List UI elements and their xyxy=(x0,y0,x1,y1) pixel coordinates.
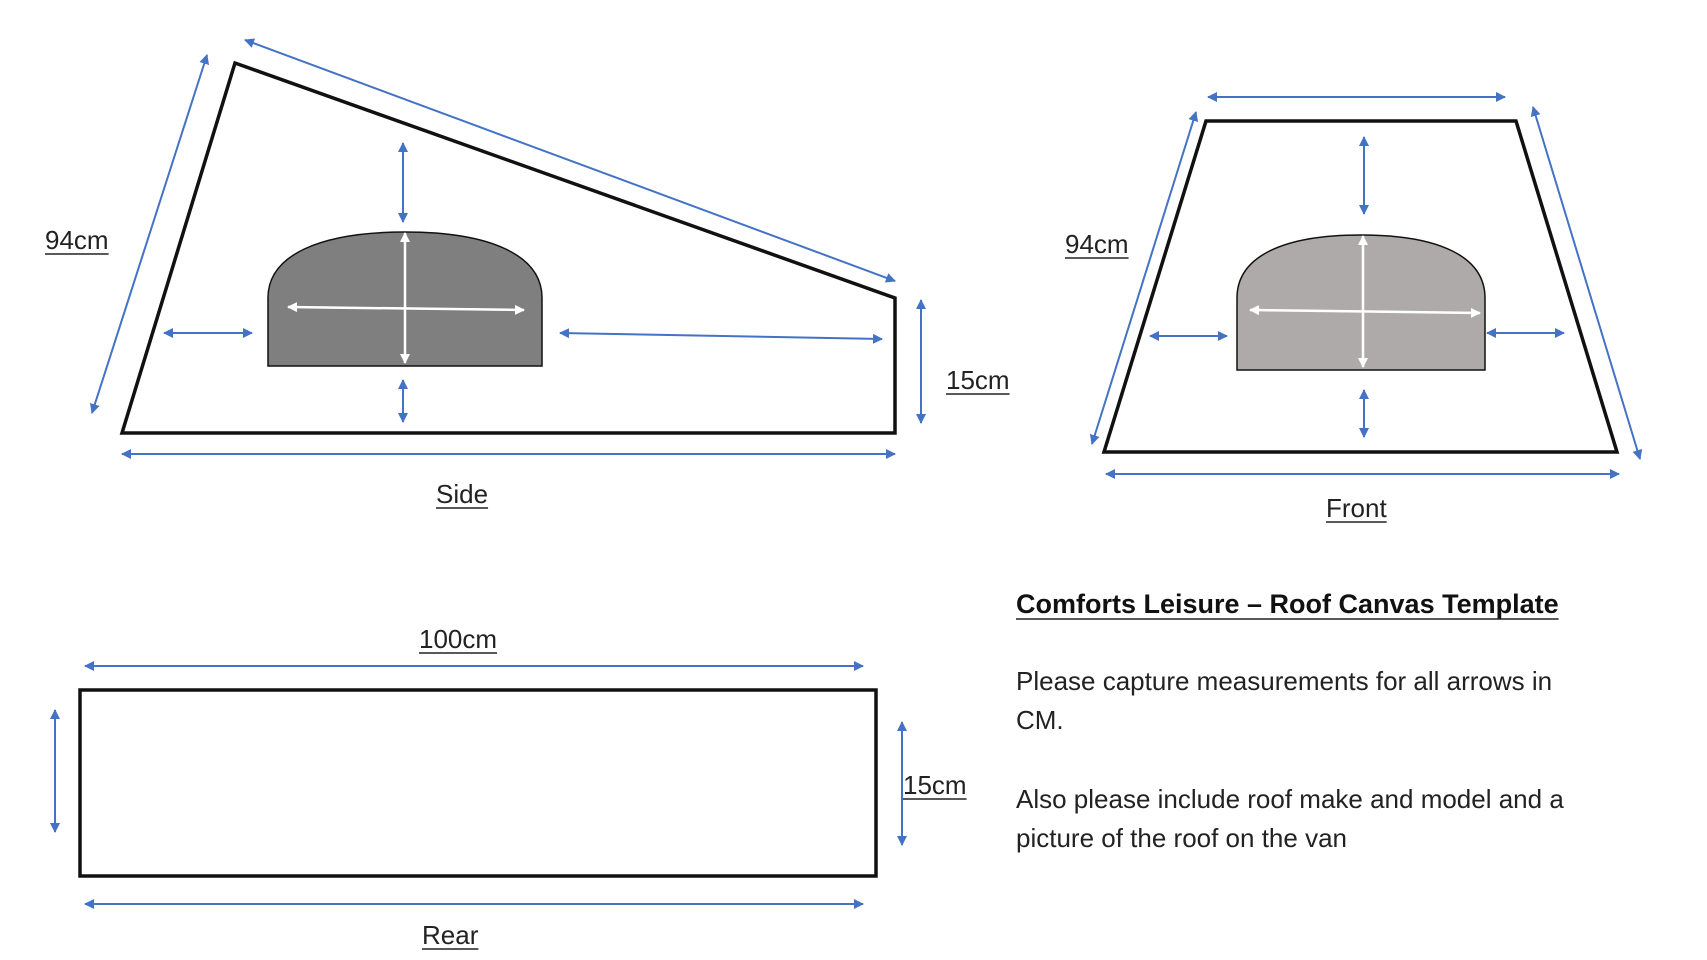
side-window-right-gap-arrow xyxy=(559,328,883,344)
instructions-block: Comforts Leisure – Roof Canvas Template … xyxy=(1016,589,1564,853)
instructions-paragraph-2-line-2: picture of the roof on the van xyxy=(1016,823,1347,853)
instructions-paragraph-1-line-1: Please capture measurements for all arro… xyxy=(1016,666,1552,696)
front-caption: Front xyxy=(1326,493,1387,523)
side-top-arrow xyxy=(244,38,896,283)
rear-width-label: 100cm xyxy=(419,624,497,654)
side-end-label: 15cm xyxy=(946,365,1010,395)
rear-view: 100cm 15cm Rear xyxy=(50,624,967,950)
instructions-title: Comforts Leisure – Roof Canvas Template xyxy=(1016,589,1559,619)
front-left-slope-arrow xyxy=(1089,111,1199,445)
rear-height-label: 15cm xyxy=(903,770,967,800)
side-view: 94cm 15cm Side xyxy=(45,38,1010,509)
side-slope-label: 94cm xyxy=(45,225,109,255)
front-view: 94cm Front xyxy=(1065,92,1643,523)
side-caption: Side xyxy=(436,479,488,509)
front-window xyxy=(1236,234,1486,371)
side-slope-arrow xyxy=(89,54,210,414)
front-slope-label: 94cm xyxy=(1065,229,1129,259)
front-right-slope-arrow xyxy=(1530,106,1643,460)
side-panel-outline xyxy=(119,60,897,435)
rear-caption: Rear xyxy=(422,920,479,950)
rear-panel-outline xyxy=(78,688,878,878)
instructions-paragraph-1-line-2: CM. xyxy=(1016,705,1064,735)
instructions-paragraph-2-line-1: Also please include roof make and model … xyxy=(1016,784,1564,814)
